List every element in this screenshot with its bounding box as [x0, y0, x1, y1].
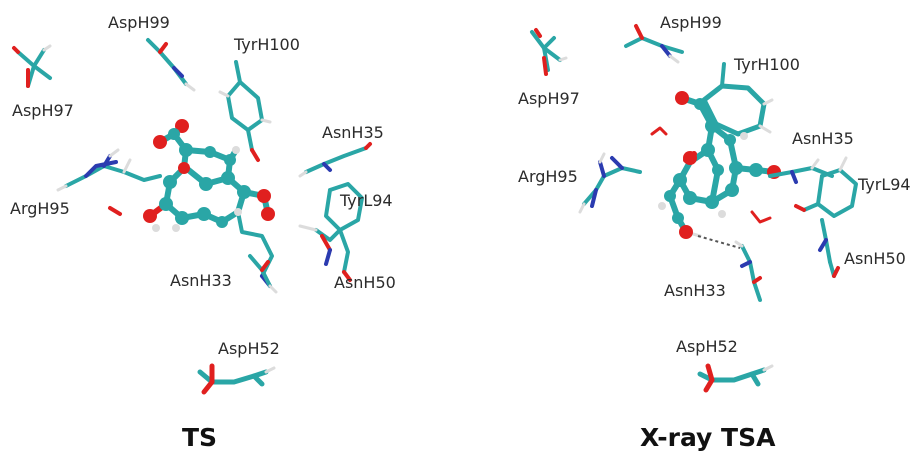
residue-asph99-structure	[146, 38, 196, 92]
residue-asnh35-structure	[298, 142, 372, 178]
residue-asph97-xray-structure	[530, 28, 568, 76]
ts-ligand-structure	[143, 119, 275, 288]
residue-asnh50-xray-structure	[818, 218, 840, 278]
label-tyrh100-xray: TyrH100	[733, 55, 800, 74]
residue-tyrh100-xray-structure	[701, 62, 774, 137]
label-asnh50-xray: AsnH50	[844, 249, 906, 268]
residue-asph99-xray-structure	[624, 24, 684, 64]
residue-tyrl94-xray-structure	[794, 156, 858, 218]
residue-tyrh100-structure	[218, 60, 272, 162]
label-tyrl94: TyrL94	[339, 191, 393, 210]
residue-tyrl94-structure	[298, 182, 364, 282]
label-asnh35: AsnH35	[322, 123, 384, 142]
residue-asnh33-structure	[248, 254, 278, 294]
label-asph99-xray: AspH99	[660, 13, 722, 32]
label-asph52-xray: AspH52	[676, 337, 738, 356]
residue-asnh35-xray-structure	[768, 158, 834, 184]
residue-asnh33-xray-structure	[734, 240, 762, 302]
label-argh95: ArgH95	[10, 199, 70, 218]
residue-argh95-xray-structure	[578, 152, 642, 214]
label-argh95-xray: ArgH95	[518, 167, 578, 186]
label-asph52: AspH52	[218, 339, 280, 358]
residue-asph97-structure	[12, 44, 52, 88]
label-asnh35-xray: AsnH35	[792, 129, 854, 148]
label-tyrl94-xray: TyrL94	[857, 175, 911, 194]
residue-asph52-structure	[197, 363, 276, 395]
panel-xray-tsa: AspH99 TyrH100 AspH97 AsnH35 ArgH95 TyrL…	[518, 13, 911, 452]
residue-argh95-structure	[56, 148, 162, 216]
label-asph99: AspH99	[108, 13, 170, 32]
label-asnh50: AsnH50	[334, 273, 396, 292]
residue-asph52-xray-structure	[697, 363, 774, 393]
panel-ts: AspH99 TyrH100 AspH97 AsnH35 ArgH95 TyrL…	[10, 13, 396, 452]
label-asnh33: AsnH33	[170, 271, 232, 290]
panel-title-ts: TS	[182, 423, 217, 452]
panel-title-xray-tsa: X-ray TSA	[640, 423, 776, 452]
label-asnh33-xray: AsnH33	[664, 281, 726, 300]
label-tyrh100: TyrH100	[233, 35, 300, 54]
label-asph97: AspH97	[12, 101, 74, 120]
label-asph97-xray: AspH97	[518, 89, 580, 108]
xray-tsa-ligand-structure	[658, 91, 781, 249]
water-molecules	[650, 126, 772, 224]
